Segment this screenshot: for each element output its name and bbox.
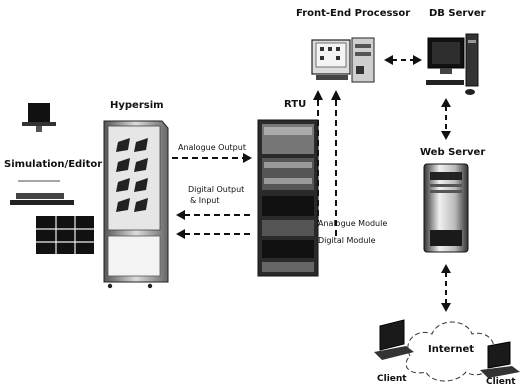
hypersim-cabinet: Hypersim bbox=[104, 100, 168, 288]
fep-db-arrow bbox=[384, 55, 422, 65]
keyboard-icon bbox=[10, 193, 74, 205]
internet-label: Internet bbox=[428, 344, 474, 355]
digital-input-arrow bbox=[176, 229, 254, 239]
simulation-editor-label: Simulation/Editor bbox=[4, 159, 102, 170]
display-wall-icon bbox=[36, 216, 94, 254]
digital-module-label: Digital Module bbox=[318, 236, 376, 245]
db-server: DB Server bbox=[426, 8, 486, 95]
client-laptop-right: Client bbox=[480, 342, 520, 387]
analogue-output-label: Analogue Output bbox=[178, 143, 246, 152]
client-laptop-left: Client bbox=[374, 320, 414, 384]
rtu-rack: RTU bbox=[258, 99, 318, 276]
web-server: Web Server bbox=[420, 147, 485, 252]
digital-output-label-line2: & Input bbox=[190, 196, 220, 205]
front-end-processor-label: Front-End Processor bbox=[296, 8, 410, 19]
analogue-module-label: Analogue Module bbox=[318, 219, 387, 228]
digital-output-arrow bbox=[176, 210, 254, 220]
analogue-output-arrow bbox=[172, 153, 252, 163]
internet-cloud: Internet bbox=[406, 322, 494, 381]
client-right-label: Client bbox=[486, 377, 516, 387]
digital-output-label-line1: Digital Output bbox=[188, 185, 244, 194]
db-server-label: DB Server bbox=[429, 8, 486, 19]
monitor-icon bbox=[22, 103, 56, 132]
web-internet-arrow bbox=[441, 264, 451, 312]
front-end-processor: Front-End Processor bbox=[296, 8, 410, 82]
hypersim-label: Hypersim bbox=[110, 100, 164, 111]
db-web-arrow bbox=[441, 98, 451, 140]
digital-module-arrow bbox=[331, 90, 341, 240]
web-server-label: Web Server bbox=[420, 147, 485, 158]
client-left-label: Client bbox=[377, 374, 407, 384]
simulation-editor-workstation: Simulation/Editor bbox=[4, 103, 102, 254]
rtu-label: RTU bbox=[284, 99, 306, 110]
